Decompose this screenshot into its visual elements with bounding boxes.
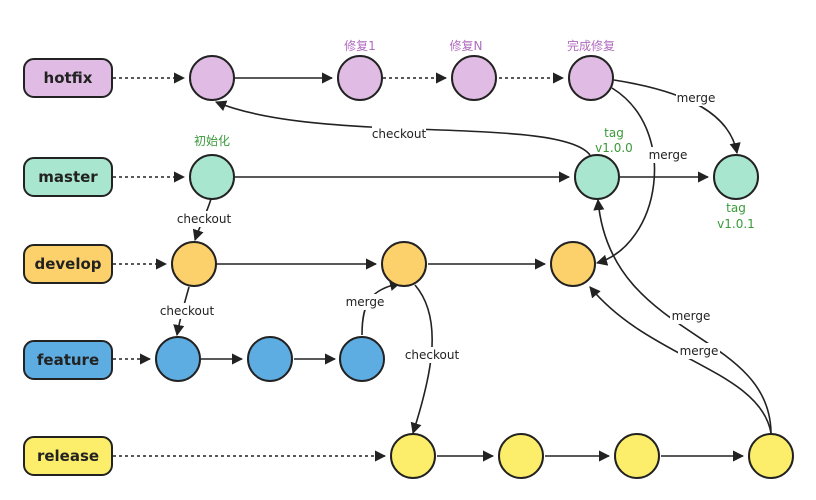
curved-edges <box>173 79 772 435</box>
edge-label-merge-hotfix-develop: merge <box>647 147 689 163</box>
commit-label-done: 完成修复 <box>567 38 615 53</box>
commit-release-1 <box>390 433 436 479</box>
branch-feature: feature <box>23 340 113 380</box>
commit-label-fixN: 修复N <box>450 38 483 53</box>
commit-hotfix-start <box>189 55 235 101</box>
edge-label-merge-release-develop: merge <box>678 343 720 359</box>
branch-label-master: master <box>38 168 98 186</box>
commit-develop-1 <box>171 241 217 287</box>
edge-merge-hotfix-master <box>613 79 741 155</box>
commit-release-3 <box>614 433 660 479</box>
edge-label-checkout-develop: checkout <box>176 211 232 227</box>
branch-release: release <box>23 436 113 476</box>
commit-label-tag101-line1: tag <box>726 201 746 215</box>
branch-label-feature: feature <box>37 351 99 369</box>
svg-text:merge: merge <box>649 148 688 162</box>
commit-master-v101 <box>713 154 759 200</box>
commit-release-4 <box>748 433 794 479</box>
commit-hotfix-done <box>568 55 614 101</box>
branch-master: master <box>23 157 113 197</box>
edge-label-merge-release-master: merge <box>670 308 712 324</box>
edge-label-checkout-feature: checkout <box>159 303 215 319</box>
commit-label-tag100-line1: tag <box>604 126 624 140</box>
edge-merge-hotfix-develop <box>595 87 656 266</box>
dotted-connectors <box>113 72 565 462</box>
branch-label-hotfix: hotfix <box>44 69 93 87</box>
commit-release-2 <box>498 433 544 479</box>
edge-label-checkout-release: checkout <box>404 347 460 363</box>
commit-master-init <box>189 154 235 200</box>
branch-hotfix: hotfix <box>23 58 113 98</box>
commit-feature-3 <box>339 336 385 382</box>
svg-text:checkout: checkout <box>405 348 460 362</box>
solid-edges <box>201 72 745 462</box>
commit-develop-2 <box>381 241 427 287</box>
commit-feature-1 <box>155 336 201 382</box>
edge-label-merge-hotfix-master: merge <box>676 90 716 106</box>
svg-text:checkout: checkout <box>177 212 232 226</box>
edge-merge-release-master <box>593 198 772 434</box>
commit-hotfix-fixN <box>451 55 497 101</box>
svg-text:merge: merge <box>346 295 385 309</box>
edge-checkout-master-hotfix <box>214 100 591 156</box>
svg-text:merge: merge <box>677 91 716 105</box>
svg-text:merge: merge <box>680 344 719 358</box>
edge-label-merge-feature: merge <box>344 294 386 310</box>
commit-label-fix1: 修复1 <box>344 38 376 53</box>
commit-master-v100 <box>574 154 620 200</box>
commit-hotfix-fix1 <box>337 55 383 101</box>
commit-feature-2 <box>247 336 293 382</box>
branch-label-release: release <box>37 447 99 465</box>
commit-nodes <box>155 55 794 479</box>
commit-label-tag101-line2: v1.0.1 <box>717 217 755 231</box>
svg-text:merge: merge <box>672 309 711 323</box>
svg-text:checkout: checkout <box>372 127 427 141</box>
commit-label-tag100-line2: v1.0.0 <box>595 141 633 155</box>
branch-label-develop: develop <box>34 255 101 273</box>
edge-merge-release-develop <box>589 286 772 434</box>
edge-label-checkout-hotfix: checkout <box>372 126 427 142</box>
svg-text:checkout: checkout <box>160 304 215 318</box>
commit-develop-3 <box>550 241 596 287</box>
commit-label-init: 初始化 <box>194 134 230 148</box>
branch-develop: develop <box>23 244 113 284</box>
